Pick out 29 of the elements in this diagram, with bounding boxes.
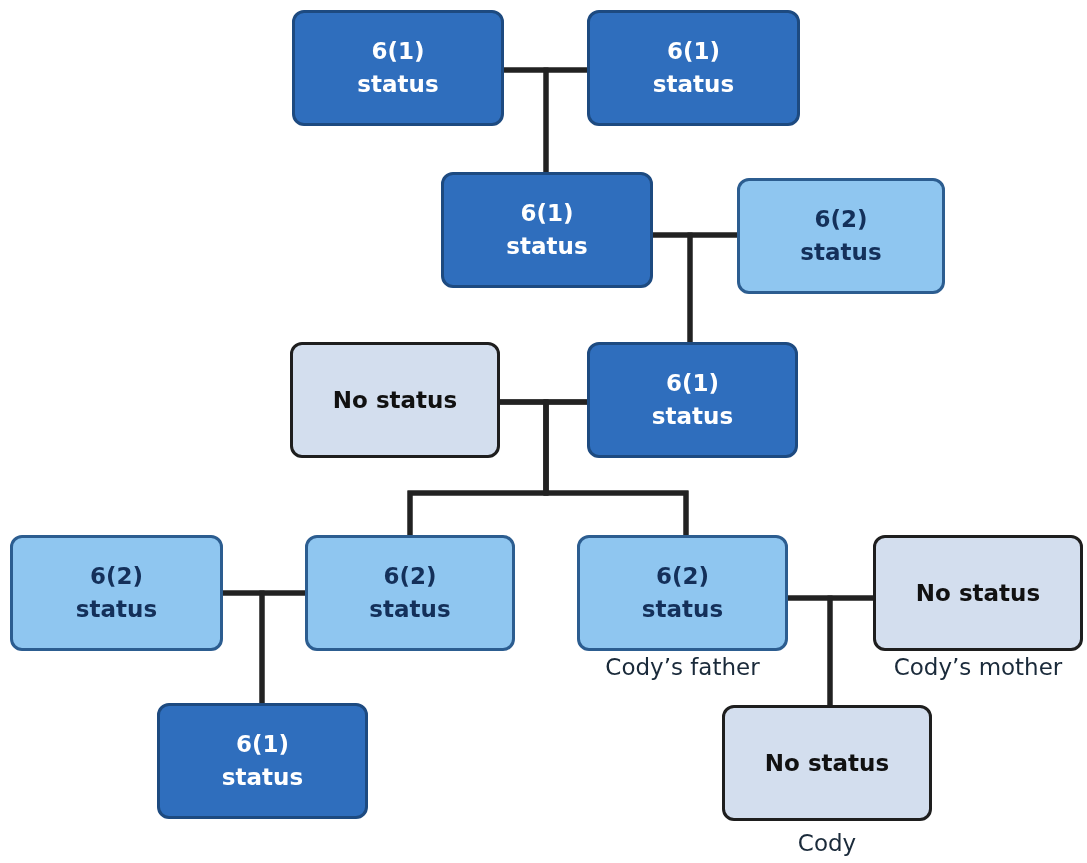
status-box xyxy=(587,342,798,458)
status-label: 6(1) status xyxy=(505,199,589,261)
status-label: 6(2) status xyxy=(640,562,725,624)
status-box xyxy=(157,703,368,819)
status-box xyxy=(290,342,500,458)
status-box xyxy=(305,535,515,651)
person-caption: Cody’s father xyxy=(605,654,760,680)
status-label: 6(2) status xyxy=(368,562,452,624)
connector-line xyxy=(687,232,737,342)
status-box xyxy=(587,10,800,126)
connector-line xyxy=(543,399,689,535)
status-label: No status xyxy=(332,385,458,415)
status-label: 6(1) status xyxy=(650,369,735,431)
status-box xyxy=(10,535,223,651)
status-label: 6(1) status xyxy=(651,37,736,99)
connector-line xyxy=(259,590,305,703)
status-box xyxy=(441,172,653,288)
person-caption: Cody xyxy=(797,830,857,856)
person-caption: Cody’s mother xyxy=(893,654,1063,680)
status-label: 6(2) status xyxy=(799,205,883,267)
status-label: 6(1) status xyxy=(356,37,440,99)
status-label: No status xyxy=(915,578,1041,608)
status-label: 6(2) status xyxy=(74,562,159,624)
status-box xyxy=(292,10,504,126)
connector-line xyxy=(543,67,587,172)
connector-line xyxy=(827,595,873,705)
status-label: 6(1) status xyxy=(220,730,305,792)
status-box xyxy=(737,178,945,294)
status-label: No status xyxy=(764,748,890,778)
